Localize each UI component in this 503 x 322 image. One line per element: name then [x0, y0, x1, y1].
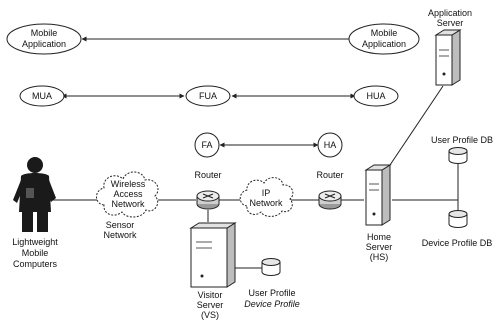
mobile-application-left-line2: Application	[22, 39, 66, 49]
mua-node: MUA	[19, 85, 65, 107]
router-right: Router	[316, 170, 344, 210]
user-figure-icon	[13, 157, 56, 232]
home-server-line3: (HS)	[370, 252, 389, 262]
mobile-application-left: Mobile Application	[6, 23, 82, 55]
visitor-profile-db: User Profile Device Profile	[244, 258, 300, 309]
wireless-access-network-cloud: Wireless Access Network	[96, 171, 159, 218]
device-profile-db: Device Profile DB	[422, 210, 493, 248]
fua-label: FUA	[199, 91, 217, 101]
device-profile-db-label: Device Profile DB	[422, 238, 493, 248]
ha-label: HA	[324, 140, 337, 150]
hua-label: HUA	[366, 91, 385, 101]
ip-network-line2: Network	[249, 198, 283, 208]
user-profile-db: User Profile DB	[431, 135, 493, 164]
ip-network-cloud: IP Network	[239, 177, 294, 217]
sensor-network-line2: Network	[103, 230, 137, 240]
visitor-server-line3: (VS)	[201, 310, 219, 320]
application-server: Application Server	[428, 8, 472, 86]
visitor-server-line1: Visitor	[198, 290, 223, 300]
router-right-label: Router	[316, 170, 343, 180]
mobile-application-right-line2: Application	[362, 39, 406, 49]
wireless-network-line3: Network	[111, 199, 145, 209]
visitor-profile-line1: User Profile	[248, 288, 295, 298]
mua-label: MUA	[32, 91, 52, 101]
hua-node: HUA	[353, 85, 399, 107]
fa-node: FA	[194, 132, 220, 158]
home-server: Home Server (HS)	[364, 164, 393, 262]
application-server-line1: Application	[428, 8, 472, 18]
home-server-line1: Home	[367, 232, 391, 242]
server-icon	[364, 164, 392, 226]
mobile-computers-line1: Lightweight	[12, 237, 58, 247]
user-profile-db-label: User Profile DB	[431, 135, 493, 145]
server-icon	[189, 222, 237, 288]
visitor-server-line2: Server	[197, 300, 224, 310]
mobile-application-right-line1: Mobile	[371, 28, 398, 38]
mobile-computers-line2: Mobile	[22, 248, 49, 258]
router-icon	[196, 190, 220, 210]
fa-label: FA	[201, 140, 212, 150]
home-server-line2: Server	[366, 242, 393, 252]
router-left-label: Router	[194, 170, 221, 180]
fua-node: FUA	[185, 85, 231, 107]
ip-network-line1: IP	[262, 188, 271, 198]
wireless-network-line1: Wireless	[111, 179, 146, 189]
sensor-network-label: Sensor Network	[103, 220, 137, 240]
mobile-computers-line3: Computers	[13, 259, 58, 269]
visitor-server: Visitor Server (VS)	[189, 222, 237, 320]
server-icon	[434, 29, 462, 86]
database-icon	[448, 210, 468, 228]
wireless-network-line2: Access	[113, 189, 143, 199]
database-icon	[261, 258, 281, 276]
database-icon	[448, 147, 468, 164]
mobile-computers-label: Lightweight Mobile Computers	[12, 237, 58, 269]
ha-node: HA	[317, 132, 343, 158]
application-server-line2: Server	[437, 18, 464, 28]
mobile-application-right: Mobile Application	[348, 23, 420, 55]
link-homeserver-appserver	[387, 85, 444, 169]
visitor-profile-line2: Device Profile	[244, 299, 300, 309]
mobile-application-left-line1: Mobile	[31, 28, 58, 38]
sensor-network-line1: Sensor	[106, 220, 135, 230]
router-left: Router	[194, 170, 222, 210]
router-icon	[318, 190, 342, 210]
